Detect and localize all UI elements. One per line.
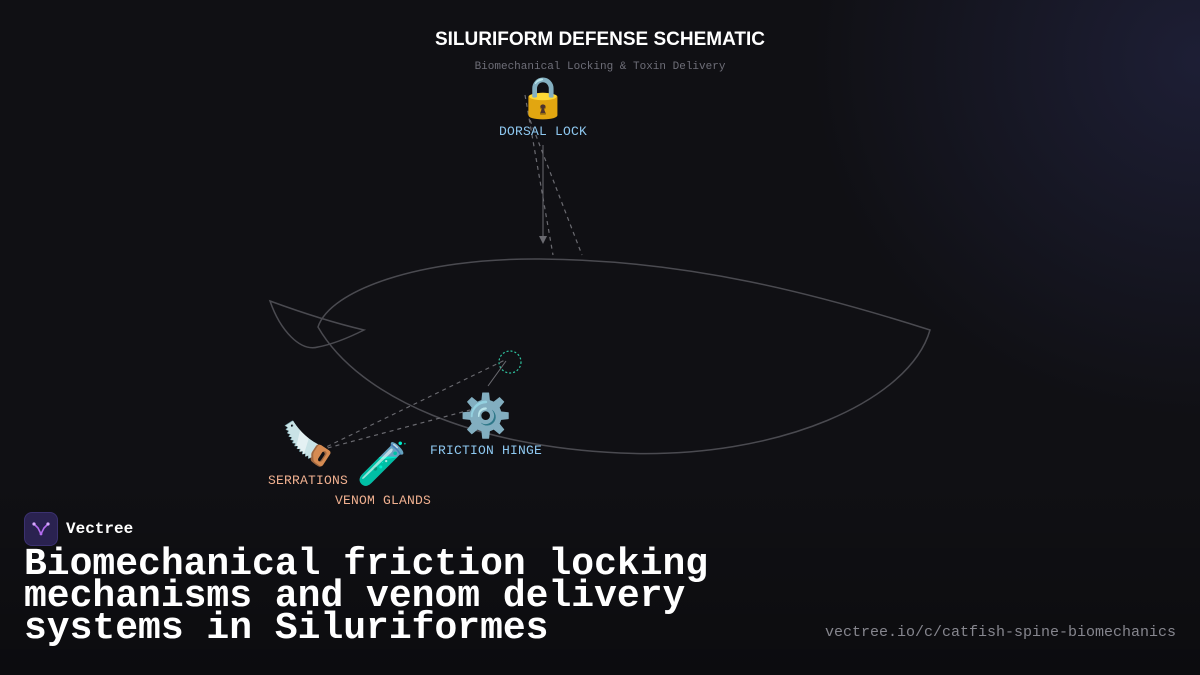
dorsal-lock-connector [529, 119, 583, 256]
venom-glands-label: VENOM GLANDS [334, 493, 431, 508]
dorsal-lock-label: DORSAL LOCK [498, 124, 587, 139]
hinge-pointer [487, 360, 507, 387]
hinge-marker [498, 350, 522, 374]
lock-icon: 🔒 [518, 75, 568, 121]
node-venom-glands: 🧪 VENOM GLANDS [328, 439, 438, 509]
brand-name: Vectree [66, 520, 134, 538]
node-dorsal-lock: 🔒 DORSAL LOCK [493, 78, 593, 139]
fish-tail-outline [268, 299, 367, 349]
node-serrations: 🪚 SERRATIONS [258, 419, 358, 489]
page-url[interactable]: vectree.io/c/catfish-spine-biomechanics [824, 624, 1176, 641]
diagram-title: SILURIFORM DEFENSE SCHEMATIC [434, 29, 766, 50]
gear-icon: ⚙️ [459, 391, 513, 440]
brand: Vectree [24, 512, 133, 546]
dorsal-lock-connector [524, 94, 554, 256]
serrations-connector [319, 409, 471, 451]
headline: Biomechanical friction locking mechanism… [24, 543, 709, 650]
serrations-connector [319, 359, 506, 451]
diagram-subtitle: Biomechanical Locking & Toxin Delivery [474, 61, 726, 73]
saw-icon: 🪚 [281, 419, 335, 468]
fish-body-outline [317, 258, 931, 455]
vectree-logo-icon [24, 512, 58, 546]
test-tube-icon: 🧪 [356, 439, 410, 488]
friction-hinge-label: FRICTION HINGE [429, 443, 543, 458]
node-friction-hinge: ⚙️ FRICTION HINGE [426, 391, 546, 459]
serrations-label: SERRATIONS [267, 473, 348, 488]
